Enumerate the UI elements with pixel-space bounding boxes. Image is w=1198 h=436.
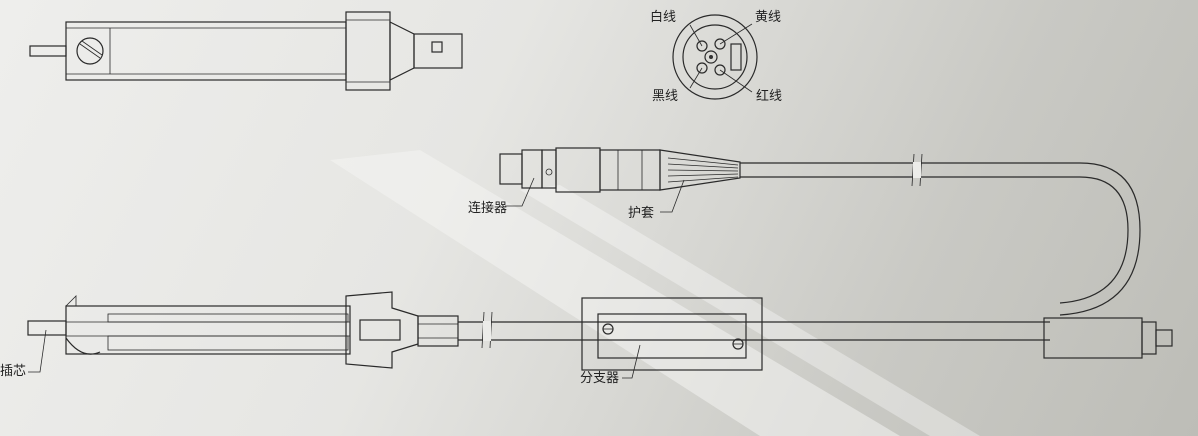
bottom-probe-assembly [27, 291, 1173, 371]
plug-core-leader [28, 329, 47, 373]
top-probe-view [29, 11, 463, 91]
sheath-leader [660, 179, 685, 213]
red-wire-label: 红线 [756, 89, 783, 104]
sheath-label: 护套 [628, 206, 655, 221]
plug-core-label: 插芯 [0, 364, 27, 379]
splitter-leader [622, 344, 641, 379]
black-wire-label: 黑线 [652, 89, 679, 104]
splitter-label: 分支器 [580, 371, 620, 386]
connector-leader [505, 177, 535, 207]
connector-assembly [499, 147, 1141, 316]
connector-label: 连接器 [468, 201, 508, 216]
white-wire-label: 白线 [650, 10, 677, 25]
connector-face-view [672, 14, 758, 100]
yellow-wire-label: 黄线 [755, 10, 782, 25]
